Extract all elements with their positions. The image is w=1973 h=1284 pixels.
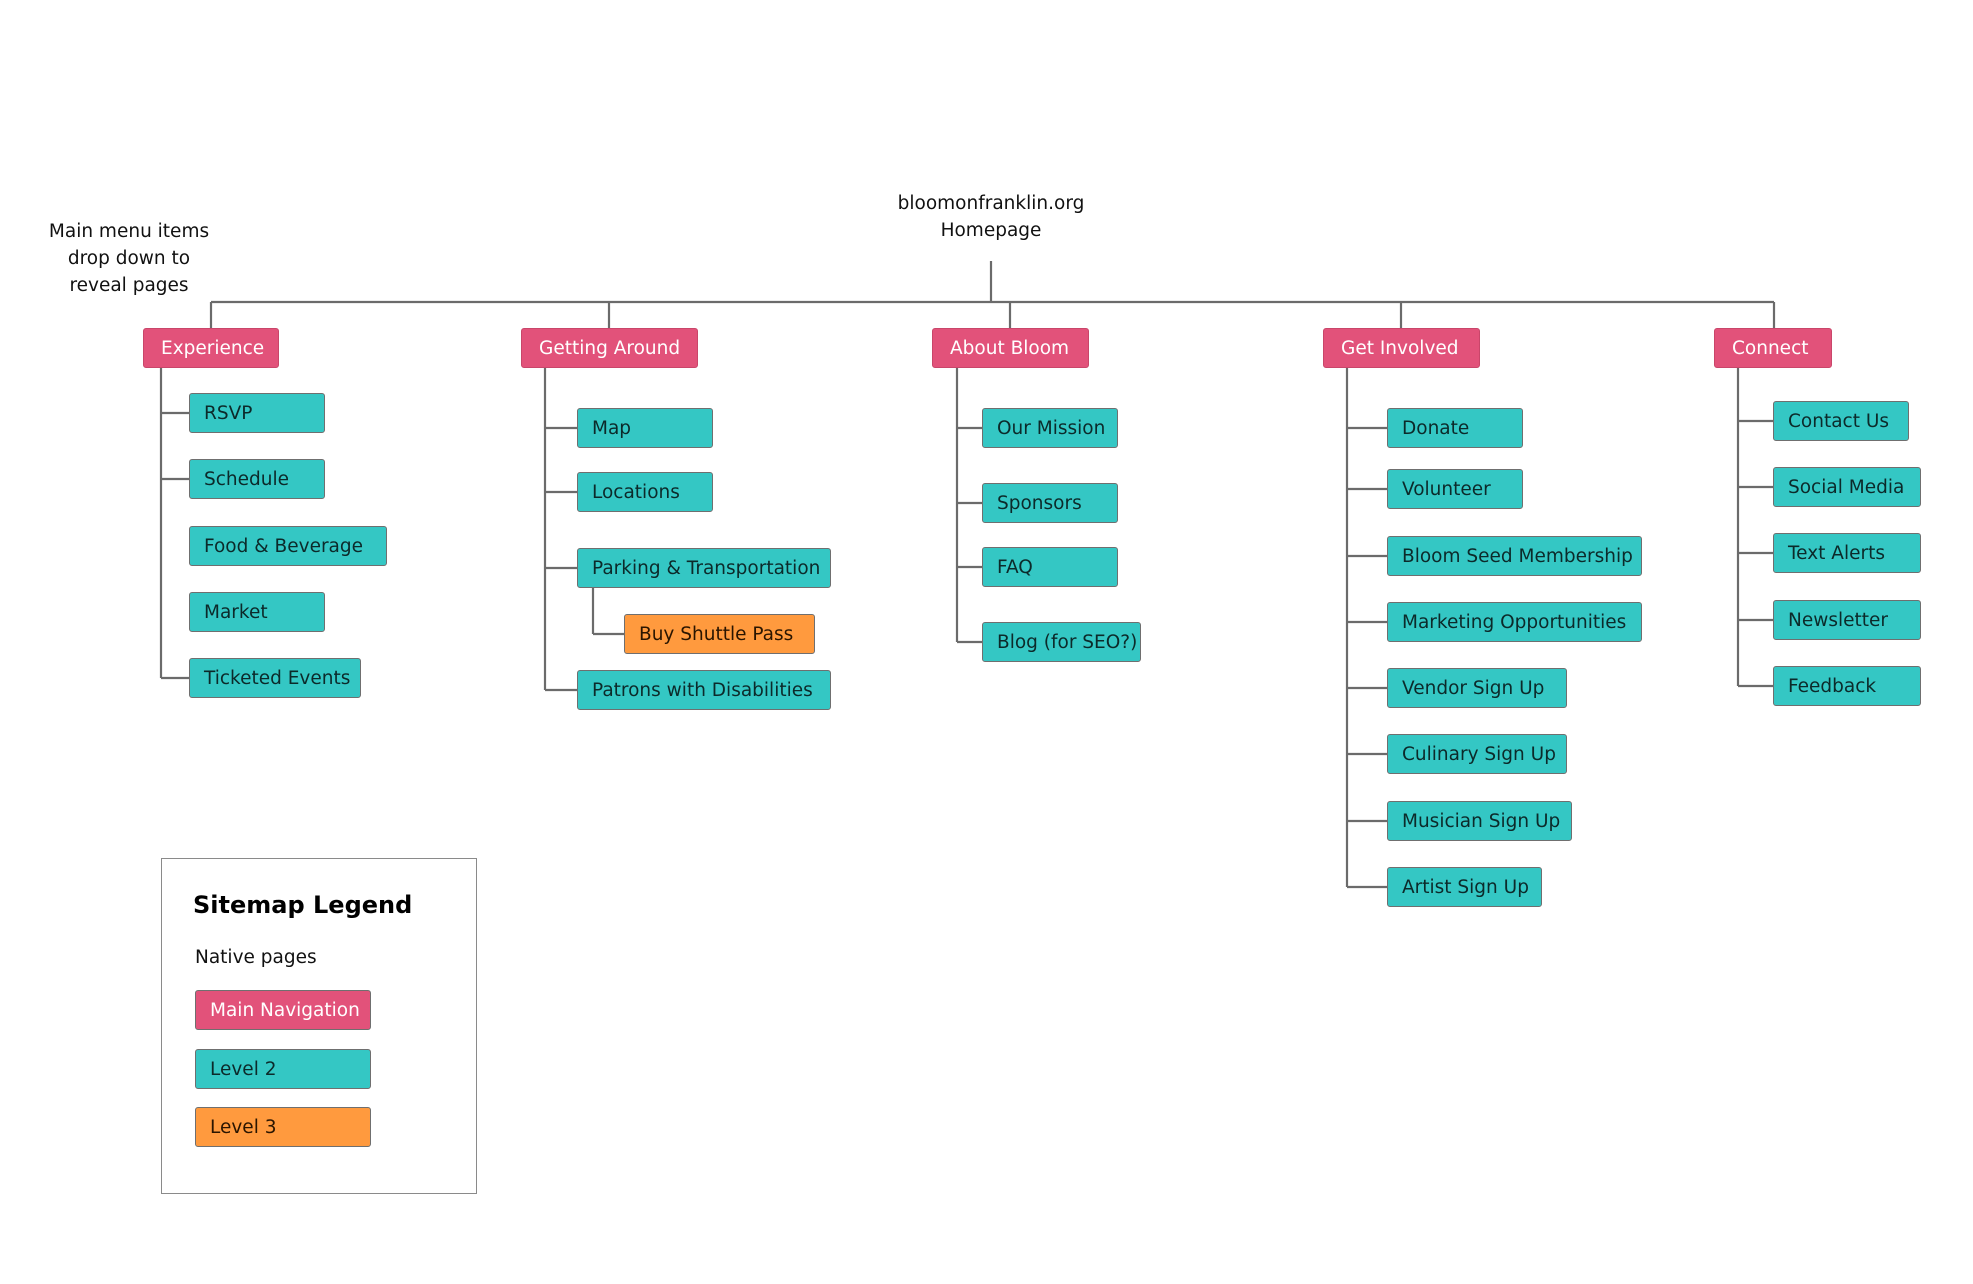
page-parking-transportation[interactable]: Parking & Transportation [577, 548, 831, 588]
page-artist-sign-up[interactable]: Artist Sign Up [1387, 867, 1542, 907]
page-volunteer[interactable]: Volunteer [1387, 469, 1523, 509]
page-culinary-sign-up[interactable]: Culinary Sign Up [1387, 734, 1567, 774]
page-newsletter[interactable]: Newsletter [1773, 600, 1921, 640]
legend-level-3: Level 3 [195, 1107, 371, 1147]
sitemap-legend: Sitemap Legend Native pages Main Navigat… [161, 858, 477, 1194]
page-ticketed-events[interactable]: Ticketed Events [189, 658, 361, 698]
page-musician-sign-up[interactable]: Musician Sign Up [1387, 801, 1572, 841]
page-locations[interactable]: Locations [577, 472, 713, 512]
legend-main-navigation: Main Navigation [195, 990, 371, 1030]
nav-connect[interactable]: Connect [1714, 328, 1832, 368]
page-feedback[interactable]: Feedback [1773, 666, 1921, 706]
page-schedule[interactable]: Schedule [189, 459, 325, 499]
page-map[interactable]: Map [577, 408, 713, 448]
nav-about-bloom[interactable]: About Bloom [932, 328, 1089, 368]
page-market[interactable]: Market [189, 592, 325, 632]
root-domain-text: bloomonfranklin.org [897, 193, 1085, 214]
page-vendor-sign-up[interactable]: Vendor Sign Up [1387, 668, 1567, 708]
legend-title: Sitemap Legend [193, 891, 413, 919]
page-contact-us[interactable]: Contact Us [1773, 401, 1909, 441]
menu-note-line: reveal pages [69, 275, 189, 296]
legend-level-2: Level 2 [195, 1049, 371, 1089]
homepage-root-label: bloomonfranklin.org Homepage [880, 190, 1102, 244]
page-marketing-opportunities[interactable]: Marketing Opportunities [1387, 602, 1642, 642]
page-bloom-seed-membership[interactable]: Bloom Seed Membership [1387, 536, 1642, 576]
root-homepage-text: Homepage [940, 220, 1042, 241]
page-social-media[interactable]: Social Media [1773, 467, 1921, 507]
page-rsvp[interactable]: RSVP [189, 393, 325, 433]
page-our-mission[interactable]: Our Mission [982, 408, 1118, 448]
nav-experience[interactable]: Experience [143, 328, 279, 368]
page-sponsors[interactable]: Sponsors [982, 483, 1118, 523]
page-food-beverage[interactable]: Food & Beverage [189, 526, 387, 566]
menu-note-line: Main menu items [48, 221, 210, 242]
page-text-alerts[interactable]: Text Alerts [1773, 533, 1921, 573]
menu-note: Main menu items drop down to reveal page… [34, 218, 224, 299]
menu-note-line: drop down to [67, 248, 191, 269]
page-patrons-with-disabilities[interactable]: Patrons with Disabilities [577, 670, 831, 710]
nav-getting-around[interactable]: Getting Around [521, 328, 698, 368]
legend-subtitle: Native pages [195, 947, 317, 968]
page-buy-shuttle-pass[interactable]: Buy Shuttle Pass [624, 614, 815, 654]
page-faq[interactable]: FAQ [982, 547, 1118, 587]
page-blog[interactable]: Blog (for SEO?) [982, 622, 1141, 662]
nav-get-involved[interactable]: Get Involved [1323, 328, 1480, 368]
page-donate[interactable]: Donate [1387, 408, 1523, 448]
